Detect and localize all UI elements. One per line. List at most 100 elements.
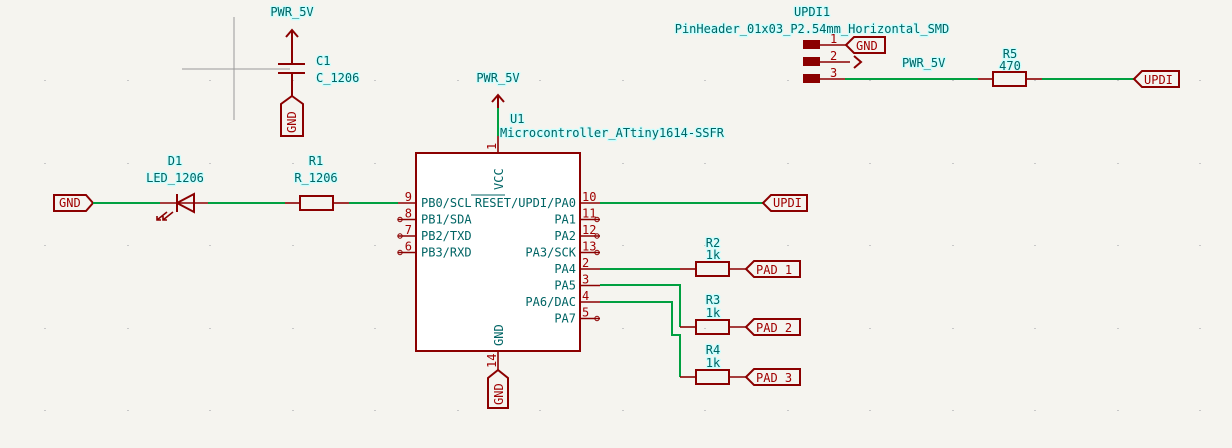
- u1-left-pin[interactable]: 7 PB2/TXD: [397, 223, 472, 243]
- led-d1[interactable]: D1 LED_1206: [145, 153, 208, 221]
- r1-ref: R1: [309, 154, 323, 168]
- c1-value: C_1206: [316, 71, 359, 85]
- gnd-symbol-header[interactable]: GND: [844, 36, 886, 54]
- r4-ref: R4: [706, 343, 720, 357]
- updi1-ref: UPDI1: [794, 5, 830, 19]
- updi1-pin-2: 2: [830, 49, 837, 63]
- light-emission-icon: [156, 211, 174, 221]
- gnd-label: GND: [856, 39, 878, 53]
- u1-pin-num: 13: [582, 240, 596, 254]
- pwr-5v-symbol-c1[interactable]: PWR_5V: [269, 4, 315, 52]
- pwr-5v-symbol-u1[interactable]: PWR_5V: [475, 70, 521, 108]
- pwr-5v-label: PWR_5V: [902, 56, 945, 70]
- u1-right-pin[interactable]: 2 PA4: [554, 256, 600, 276]
- no-connect-icon: [594, 233, 600, 239]
- u1-pin-num: 7: [405, 223, 412, 237]
- pin-header-updi1[interactable]: UPDI1 PinHeader_01x03_P2.54mm_Horizontal…: [673, 4, 951, 83]
- u1-pin-name: PB0/SCL: [421, 196, 472, 210]
- u1-ref: U1: [510, 112, 524, 126]
- u1-left-pin[interactable]: 9 PB0/SCL: [398, 190, 472, 210]
- r3-ref: R3: [706, 293, 720, 307]
- resistor-r1[interactable]: R1 R_1206: [285, 153, 349, 211]
- u1-pin-name: PA3/SCK: [525, 246, 576, 260]
- wire[interactable]: [600, 284, 681, 327]
- global-label-pad1[interactable]: PAD 1: [744, 260, 801, 278]
- no-connect-icon: [594, 249, 600, 256]
- power-arrow-icon: [491, 93, 505, 108]
- u1-pin-name: RESET/UPDI/PA0: [475, 196, 576, 210]
- global-label-pad3[interactable]: PAD 3: [744, 368, 801, 386]
- no-connect-icon: [397, 216, 403, 223]
- u1-pin-name: PA4: [554, 262, 576, 276]
- updi1-pin-1: 1: [830, 32, 837, 46]
- gnd-label: GND: [59, 196, 81, 210]
- pwr-5v-label: PWR_5V: [476, 71, 519, 85]
- u1-pin-num: 3: [582, 273, 589, 287]
- gnd-symbol-c1[interactable]: GND: [280, 94, 304, 137]
- r5-value: 470: [999, 59, 1021, 73]
- updi-label: UPDI: [1144, 73, 1173, 87]
- u1-pin-num: 12: [582, 223, 596, 237]
- pad1-label: PAD 1: [756, 263, 792, 277]
- no-connect-icon: [594, 315, 600, 322]
- u1-right-pin[interactable]: 4 PA6/DAC: [525, 289, 600, 309]
- r2-value: 1k: [706, 248, 721, 262]
- u1-pin-name: PB1/SDA: [421, 213, 472, 227]
- u1-right-pin[interactable]: 10 RESET/UPDI/PA0: [475, 190, 600, 210]
- wire[interactable]: [600, 301, 681, 377]
- u1-pin-name: PA1: [554, 213, 576, 227]
- u1-pin-name: PB2/TXD: [421, 229, 472, 243]
- u1-right-pin[interactable]: 3 PA5: [554, 273, 600, 293]
- resistor-r5[interactable]: R5 470: [978, 46, 1042, 87]
- power-arrow-icon: [285, 28, 299, 52]
- u1-pin-num: 14: [485, 354, 499, 368]
- pad2-label: PAD 2: [756, 321, 792, 335]
- r5-ref: R5: [1003, 47, 1017, 61]
- pwr-5v-label: PWR_5V: [270, 5, 313, 19]
- r3-value: 1k: [706, 306, 721, 320]
- global-label-updi-u1[interactable]: UPDI: [761, 194, 808, 212]
- u1-pin-name: PA5: [554, 279, 576, 293]
- r2-ref: R2: [706, 236, 720, 250]
- u1-pin-name: PA7: [554, 312, 576, 326]
- microcontroller-u1[interactable]: U1 Microcontroller_ATtiny1614-SSFR 1 VCC…: [397, 111, 726, 370]
- global-label-pad2[interactable]: PAD 2: [744, 318, 801, 336]
- u1-value: Microcontroller_ATtiny1614-SSFR: [500, 126, 725, 140]
- updi1-pin-3: 3: [830, 66, 837, 80]
- d1-value: LED_1206: [146, 171, 204, 185]
- u1-pin-num: 8: [405, 207, 412, 221]
- u1-right-pin[interactable]: 13 PA3/SCK: [525, 240, 600, 260]
- updi-label: UPDI: [773, 196, 802, 210]
- gnd-symbol-u1[interactable]: GND: [487, 368, 509, 409]
- d1-ref: D1: [168, 154, 182, 168]
- no-connect-icon: [397, 249, 403, 256]
- resistor-r2[interactable]: R2 1k: [680, 235, 746, 277]
- pad3-label: PAD 3: [756, 371, 792, 385]
- u1-pin-num: 1: [485, 143, 499, 150]
- power-arrow-icon: [853, 55, 863, 69]
- u1-pin-name: PB3/RXD: [421, 246, 472, 260]
- resistor-r4[interactable]: R4 1k: [680, 342, 746, 385]
- gnd-label: GND: [285, 111, 299, 133]
- u1-pin-name: VCC: [492, 168, 506, 190]
- c1-ref: C1: [316, 54, 330, 68]
- updi1-value: PinHeader_01x03_P2.54mm_Horizontal_SMD: [675, 22, 950, 36]
- capacitor-c1[interactable]: C1 C_1206: [278, 52, 361, 96]
- u1-pin-name: PA6/DAC: [525, 295, 576, 309]
- u1-pin-num: 9: [405, 190, 412, 204]
- global-label-updi-r5[interactable]: UPDI: [1132, 70, 1180, 88]
- u1-left-pin[interactable]: 8 PB1/SDA: [397, 207, 473, 227]
- resistor-r3[interactable]: R3 1k: [680, 292, 746, 335]
- global-label-gnd-led[interactable]: GND: [53, 194, 95, 212]
- u1-pin-num: 4: [582, 289, 589, 303]
- u1-pin-num: 10: [582, 190, 596, 204]
- u1-pin-num: 2: [582, 256, 589, 270]
- u1-pin-name: GND: [492, 324, 506, 346]
- crosshair-cursor: [182, 17, 290, 120]
- pwr-5v-symbol-header[interactable]: PWR_5V: [853, 55, 947, 71]
